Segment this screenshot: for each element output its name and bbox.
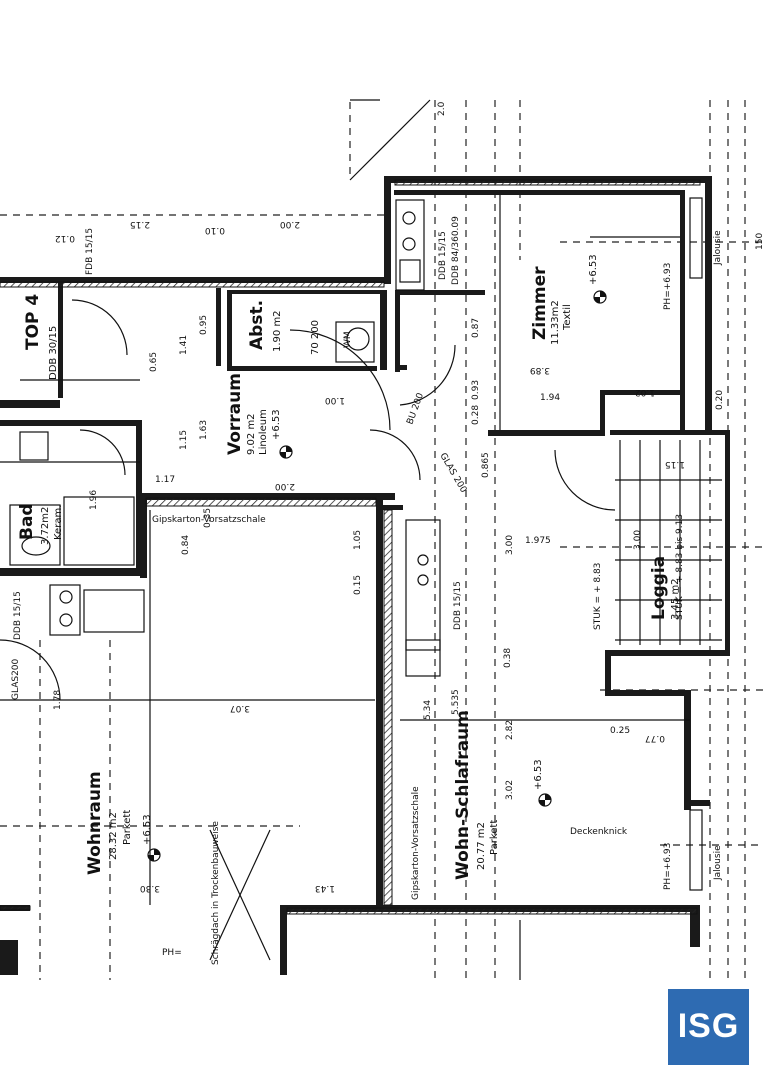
ph-bottom-label: PH=+6.93	[663, 843, 673, 890]
dim-0-25: 0.25	[610, 726, 630, 736]
room-vorraum-name: Vorraum	[225, 373, 245, 455]
dim-1-50: 150	[755, 233, 764, 250]
fixtures	[0, 99, 722, 980]
dim-1-15b: 1.15	[665, 459, 685, 469]
room-vorraum-area: 9.02 m2	[246, 413, 257, 455]
dim-3-00: 3.00	[505, 535, 515, 555]
level-markers	[147, 290, 607, 862]
bu-label: BU 200	[405, 392, 426, 427]
dim-1-02: 1.02	[635, 387, 655, 397]
room-top-dim: DDB 30/15	[48, 326, 59, 380]
room-wohnraum-name: Wohnraum	[85, 771, 105, 875]
dim-1-41: 1.41	[179, 335, 189, 355]
schraeg-label: Schrägdach in Trockenbauweise	[211, 821, 221, 965]
dim-2-15: 2.15	[130, 219, 150, 229]
gips-side-label: Gipskarton-Vorsatzschale	[411, 786, 421, 900]
dim-3-07: 3.07	[230, 703, 250, 713]
dim-1-96: 1.96	[89, 490, 99, 510]
ddb-left-label: DDB 15/15	[13, 591, 23, 640]
dim-3-00b: 3.00	[633, 530, 643, 550]
dim-0-10-top: 0.10	[205, 225, 225, 235]
dim-1-94: 1.94	[540, 393, 560, 403]
dim-2-00: 2.00	[275, 481, 295, 491]
dim-3-30: 3.30	[140, 883, 160, 893]
dim-0-93: 0.93	[471, 380, 481, 400]
dim-0-28: 0.28	[471, 405, 481, 425]
jalousie-top-label: Jalousie	[713, 230, 723, 266]
room-loggia-name: Loggia	[649, 556, 669, 620]
dim-0-77: 0.77	[645, 733, 665, 743]
ddb-zimmer2-label: DDB 84/360.09	[451, 216, 461, 285]
room-wohnschlaf-level: +6.53	[533, 759, 544, 790]
room-loggia-area: 3.45 m2	[670, 578, 681, 620]
dim-5-34: 5.34	[423, 700, 433, 720]
dim-2-0: 2.0	[437, 101, 447, 116]
room-bad-floor: Keram.	[53, 505, 64, 540]
room-labels: TOP 4 DDB 30/15 Abst. 1.90 m2 70 200 WM …	[17, 254, 681, 880]
annotation-labels: Gipskarton-Vorsatzschale Gipskarton-Vors…	[11, 216, 723, 965]
ph-left-label: PH=	[162, 948, 182, 958]
dim-1-05: 1.05	[353, 530, 363, 550]
dim-0-865: 0.865	[481, 452, 491, 478]
room-zimmer-floor: Textil	[562, 304, 573, 331]
dim-0-15: 0.15	[353, 575, 363, 595]
room-wohnschlaf-name: Wohn-Schlafraum	[453, 710, 473, 880]
room-bad-area: 3.72m2	[40, 507, 51, 545]
room-abst-door: 70 200	[310, 320, 321, 355]
room-abst-area: 1.90 m2	[272, 310, 283, 352]
dim-1-15: 1.15	[179, 430, 189, 450]
room-wohnraum-area: 28.32 m2	[108, 812, 119, 860]
deckenknick-label: Deckenknick	[570, 827, 628, 837]
dim-0-38: 0.38	[503, 648, 513, 668]
dim-3-02: 3.02	[505, 780, 515, 800]
dim-1-63: 1.63	[199, 420, 209, 440]
dimension-labels: 2.15 2.00 0.12 0.10 1.41 0.95 0.65 1.63 …	[53, 101, 764, 893]
logo-text: ISG	[677, 1007, 740, 1045]
room-vorraum-floor: Linoleum	[258, 409, 269, 455]
dim-1-975: 1.975	[525, 536, 551, 546]
room-wohnschlaf-area: 20.77 m2	[476, 822, 487, 870]
dim-0-84: 0.84	[181, 535, 191, 555]
room-wohnraum-floor: Parkett	[122, 810, 133, 845]
room-abst-name: Abst.	[247, 300, 267, 350]
dim-1-78: 1.78	[53, 690, 63, 710]
wm-label: WM	[343, 331, 353, 348]
isg-logo: ISG	[668, 989, 749, 1065]
ph-top-label: PH=+6.93	[663, 263, 673, 310]
dim-0-12-top: 0.12	[55, 233, 75, 243]
gips-top-label: Gipskarton-Vorsatzschale	[152, 515, 266, 525]
stuk-2-label: STUK = + 8.83 bis 9.13	[675, 514, 685, 620]
fdb-label: FDB 15/15	[85, 228, 95, 275]
room-bad-name: Bad	[17, 503, 37, 540]
dim-1-00: 1.00	[325, 395, 345, 405]
room-vorraum-level: +6.53	[271, 409, 282, 440]
dim-2-00-top: 2.00	[280, 219, 300, 229]
glas-left-label: GLAS200	[11, 658, 21, 700]
dim-5-535: 5.535	[451, 689, 461, 715]
room-zimmer-area: 11.33m2	[550, 300, 561, 345]
dim-1-17: 1.17	[155, 475, 175, 485]
glas-mid-label: GLAS 200	[437, 452, 468, 495]
dim-0-65: 0.65	[149, 352, 159, 372]
dim-0-87: 0.87	[471, 318, 481, 338]
dim-1-43: 1.43	[315, 883, 335, 893]
jalousie-bottom-label: Jalousie	[713, 845, 723, 881]
dim-0-35: 0.35	[203, 508, 213, 528]
ddb-wohn-label: DDB 15/15	[453, 581, 463, 630]
room-wohnschlaf-floor: Parkett	[489, 820, 500, 855]
stuk-1-label: STUK = + 8.83	[593, 563, 603, 630]
ddb-zimmer-label: DDB 15/15	[438, 231, 448, 280]
dim-0-20: 0.20	[715, 390, 725, 410]
dim-2-82: 2.82	[505, 720, 515, 740]
room-zimmer-name: Zimmer	[530, 266, 550, 340]
room-zimmer-level: +6.53	[588, 254, 599, 285]
room-top-label: TOP 4	[23, 294, 43, 350]
hatched-partitions	[0, 179, 701, 915]
room-wohnraum-level: +6.53	[142, 814, 153, 845]
dim-0-95: 0.95	[199, 315, 209, 335]
dim-3-89: 3.89	[530, 365, 550, 375]
